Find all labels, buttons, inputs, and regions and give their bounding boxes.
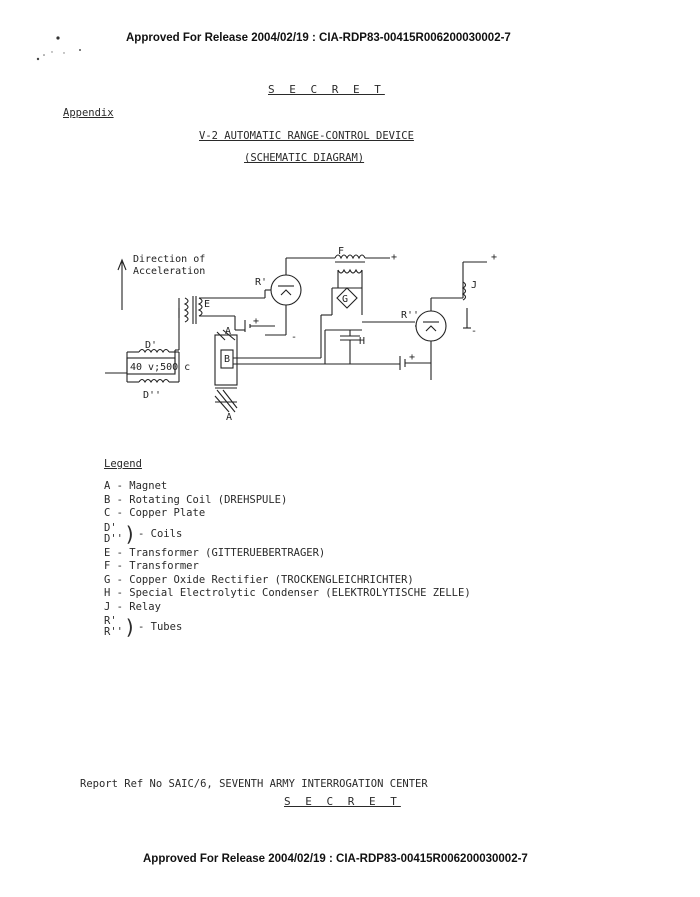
legend-r1: R' bbox=[104, 615, 117, 627]
legend-item: E - Transformer (GITTERUEBERTRAGER) bbox=[104, 546, 326, 559]
rectifier-g-symbol bbox=[336, 287, 358, 309]
legend-d1: D' bbox=[104, 521, 117, 534]
legend-item-coils: D' D'' ) - Coils bbox=[104, 521, 183, 546]
transformer-e-symbol bbox=[183, 297, 189, 323]
schematic-diagram: Direction of Acceleration F R' E G A B A… bbox=[105, 246, 497, 423]
minus-j: - bbox=[471, 326, 477, 337]
coil-d1-symbol bbox=[138, 348, 170, 354]
coil-d2-symbol bbox=[138, 378, 170, 384]
legend-item: B - Rotating Coil (DREHSPULE) bbox=[104, 493, 288, 506]
label-coil-value: 40 v;500 c bbox=[130, 362, 190, 373]
magnet-a-symbol bbox=[214, 334, 238, 386]
label-g: G bbox=[342, 294, 348, 305]
release-stamp-bottom: Approved For Release 2004/02/19 : CIA-RD… bbox=[143, 853, 528, 865]
plus-battery-e: + bbox=[253, 316, 259, 327]
legend-item: F - Transformer bbox=[104, 560, 199, 572]
document-subtitle: (SCHEMATIC DIAGRAM) bbox=[244, 152, 365, 164]
direction-label-1: Direction of bbox=[133, 254, 205, 265]
label-d2: D'' bbox=[143, 390, 161, 401]
minus-r1: - bbox=[291, 332, 297, 343]
document-title: V-2 AUTOMATIC RANGE-CONTROL DEVICE bbox=[199, 130, 414, 142]
plus-f: + bbox=[391, 252, 397, 263]
appendix-label: Appendix bbox=[63, 107, 114, 119]
legend-item: G - Copper Oxide Rectifier (TROCKENGLEIC… bbox=[104, 573, 414, 586]
classification-bottom: S E C R E T bbox=[284, 795, 401, 808]
label-d1: D' bbox=[145, 340, 157, 351]
label-a-top: A bbox=[225, 326, 231, 337]
classification-top: S E C R E T bbox=[268, 83, 385, 96]
label-j: J bbox=[471, 280, 477, 291]
legend-item: C - Copper Plate bbox=[104, 507, 206, 519]
direction-label-2: Acceleration bbox=[133, 266, 205, 277]
scan-specks bbox=[36, 36, 81, 61]
plus-battery-r2: + bbox=[409, 352, 415, 363]
legend-d2: D'' bbox=[104, 532, 123, 545]
legend-coils-desc: - Coils bbox=[138, 527, 183, 540]
legend-item-tubes: R' R'' ) - Tubes bbox=[104, 615, 183, 639]
label-f: F bbox=[338, 246, 344, 257]
label-e: E bbox=[204, 299, 210, 310]
label-a-bottom: A bbox=[226, 412, 232, 423]
label-r1: R' bbox=[255, 277, 267, 288]
legend-list: A - Magnet B - Rotating Coil (DREHSPULE)… bbox=[104, 480, 471, 640]
legend-item: J - Relay bbox=[104, 600, 161, 613]
plus-j: + bbox=[491, 252, 497, 263]
legend-r2: R'' bbox=[104, 626, 123, 638]
transformer-f-symbol bbox=[334, 254, 366, 260]
relay-j-symbol bbox=[461, 281, 467, 301]
label-h: H bbox=[359, 336, 365, 347]
legend-tubes-desc: - Tubes bbox=[138, 621, 183, 633]
legend-item: H - Special Electrolytic Condenser (ELEK… bbox=[104, 587, 471, 599]
label-r2: R'' bbox=[401, 310, 419, 321]
label-b: B bbox=[224, 354, 230, 365]
legend-item: A - Magnet bbox=[104, 480, 168, 492]
legend-heading: Legend bbox=[104, 458, 142, 470]
release-stamp-top: Approved For Release 2004/02/19 : CIA-RD… bbox=[126, 32, 511, 44]
report-reference: Report Ref No SAIC/6, SEVENTH ARMY INTER… bbox=[80, 778, 428, 790]
rotating-coil-b-symbol bbox=[220, 349, 234, 369]
